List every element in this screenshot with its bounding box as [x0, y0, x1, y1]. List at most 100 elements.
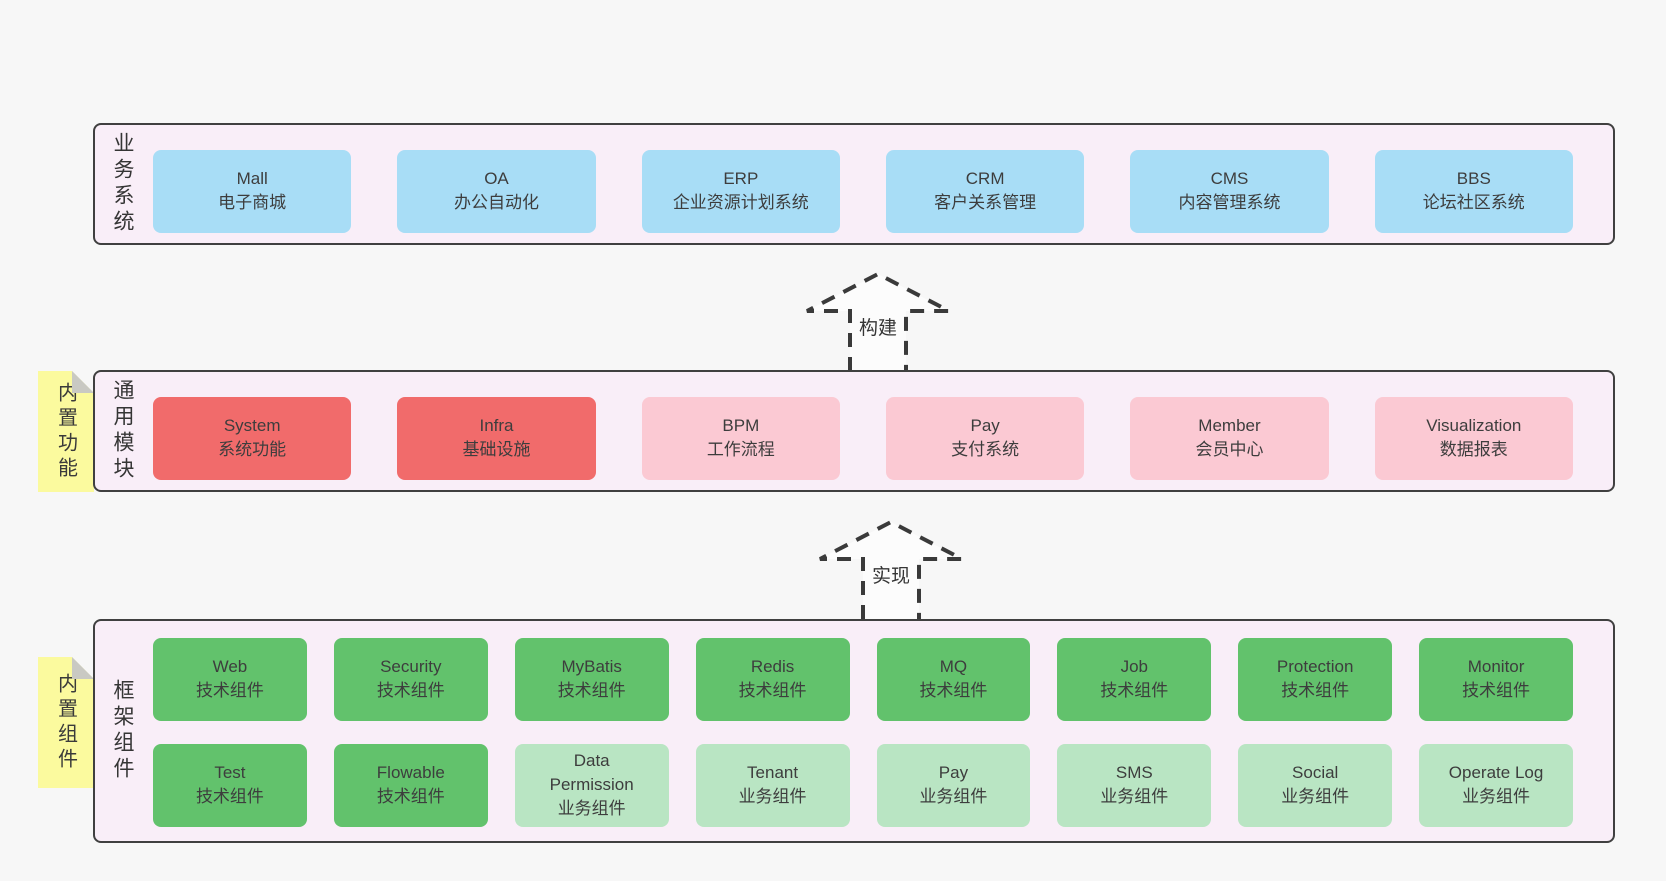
layer-label-framework-components: 框架组件 [111, 679, 134, 783]
box-subtitle: 技术组件 [376, 681, 445, 700]
layer-label-business-systems: 业务系统 [111, 132, 134, 236]
box-subtitle: 办公自动化 [453, 193, 539, 212]
box-subtitle: 内容管理系统 [1178, 193, 1281, 212]
box-subtitle: 业务组件 [1281, 787, 1350, 806]
arrow-implement-label: 实现 [868, 561, 914, 588]
box-title: MyBatis [561, 656, 622, 676]
module-box-bpm: BPM 工作流程 [641, 396, 840, 480]
component-box-sms: SMS 业务组件 [1057, 743, 1212, 827]
box-subtitle: 系统功能 [218, 440, 287, 459]
component-box-web: Web 技术组件 [153, 637, 307, 721]
box-subtitle: 技术组件 [557, 681, 626, 700]
box-subtitle: 技术组件 [1100, 681, 1169, 700]
box-title: Data Permission [549, 750, 634, 794]
box-title: Pay [970, 415, 1000, 435]
component-box-social: Social 业务组件 [1238, 743, 1393, 827]
component-box-flowable: Flowable 技术组件 [333, 743, 488, 827]
box-title: Web [212, 656, 248, 676]
module-box-visualization: Visualization 数据报表 [1374, 396, 1573, 480]
component-box-monitor: Monitor 技术组件 [1419, 637, 1573, 721]
box-subtitle: 技术组件 [376, 787, 445, 806]
component-box-protection: Protection 技术组件 [1238, 637, 1393, 721]
box-title: BPM [722, 415, 760, 435]
component-box-operate-log: Operate Log 业务组件 [1419, 743, 1573, 827]
box-title: Job [1120, 656, 1149, 676]
module-box-member: Member 会员中心 [1130, 396, 1329, 480]
component-box-pay: Pay 业务组件 [876, 743, 1031, 827]
component-box-job: Job 技术组件 [1057, 637, 1212, 721]
box-title: CRM [965, 168, 1005, 188]
box-subtitle: 客户关系管理 [934, 193, 1037, 212]
layer-label-common-modules: 通用模块 [111, 379, 134, 483]
biz-box-crm: CRM 客户关系管理 [885, 149, 1085, 233]
box-title: OA [484, 168, 509, 188]
box-subtitle: 会员中心 [1195, 440, 1264, 459]
component-box-tenant: Tenant 业务组件 [695, 743, 850, 827]
box-subtitle: 业务组件 [1462, 787, 1531, 806]
box-subtitle: 技术组件 [1281, 681, 1350, 700]
sticky-note-text: 内置组件 [54, 672, 77, 773]
arrow-implement: 实现 [816, 519, 966, 619]
box-subtitle: 技术组件 [738, 681, 807, 700]
box-title: MQ [939, 656, 968, 676]
box-subtitle: 支付系统 [951, 440, 1020, 459]
sticky-note-text: 内置功能 [54, 381, 77, 482]
box-title: ERP [723, 168, 759, 188]
component-box-test: Test 技术组件 [153, 743, 307, 827]
module-box-system: System 系统功能 [153, 396, 352, 480]
arrow-build-label: 构建 [855, 313, 901, 340]
sticky-note-builtin-components: 内置组件 [38, 657, 94, 788]
box-subtitle: 技术组件 [195, 681, 264, 700]
box-title: BBS [1456, 168, 1491, 188]
box-title: Protection [1276, 656, 1354, 676]
box-subtitle: 业务组件 [1100, 787, 1169, 806]
box-subtitle: 数据报表 [1439, 440, 1508, 459]
box-subtitle: 技术组件 [919, 681, 988, 700]
box-title: Member [1198, 415, 1261, 435]
component-box-redis: Redis 技术组件 [695, 637, 850, 721]
biz-box-cms: CMS 内容管理系统 [1130, 149, 1329, 233]
box-subtitle: 业务组件 [557, 799, 626, 819]
box-subtitle: 业务组件 [738, 787, 807, 806]
box-subtitle: 技术组件 [195, 787, 264, 806]
box-title: System [223, 415, 281, 435]
sticky-note-builtin-features: 内置功能 [38, 371, 94, 492]
box-title: Monitor [1467, 656, 1525, 676]
box-subtitle: 业务组件 [919, 787, 988, 806]
box-subtitle: 工作流程 [706, 440, 775, 459]
box-subtitle: 论坛社区系统 [1422, 193, 1525, 212]
box-title: Tenant [747, 762, 799, 782]
box-title: CMS [1210, 168, 1249, 188]
box-title: Social [1292, 762, 1339, 782]
component-box-mybatis: MyBatis 技术组件 [514, 637, 669, 721]
box-title: Redis [750, 656, 795, 676]
module-box-pay: Pay 支付系统 [885, 396, 1085, 480]
box-title: Test [214, 762, 246, 782]
box-title: Flowable [376, 762, 445, 782]
box-title: Visualization [1426, 415, 1522, 435]
box-subtitle: 电子商城 [218, 193, 287, 212]
arrow-build: 构建 [803, 271, 953, 371]
component-box-mq: MQ 技术组件 [876, 637, 1031, 721]
box-title: SMS [1115, 762, 1153, 782]
biz-box-mall: Mall 电子商城 [153, 149, 352, 233]
box-title: Operate Log [1448, 762, 1544, 782]
box-title: Mall [236, 168, 268, 188]
box-subtitle: 技术组件 [1462, 681, 1531, 700]
biz-box-bbs: BBS 论坛社区系统 [1374, 149, 1573, 233]
box-subtitle: 基础设施 [462, 440, 531, 459]
box-title: Pay [938, 762, 969, 782]
component-box-data-permission: Data Permission 业务组件 [514, 743, 669, 827]
